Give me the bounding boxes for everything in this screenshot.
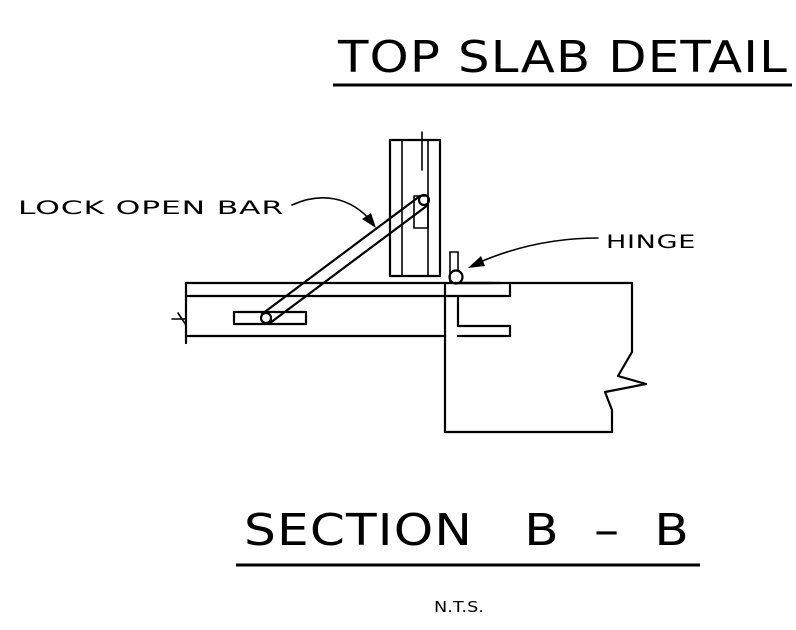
lock-open-bar-label: LOCK OPEN BAR xyxy=(18,197,284,219)
hinge-arrowhead xyxy=(468,256,485,268)
hinge-label: HINGE xyxy=(606,231,696,253)
lock-open-bar xyxy=(259,193,431,325)
scale-note: N.T.S. xyxy=(434,598,484,616)
lock-open-bar-arrowhead xyxy=(362,213,376,228)
hinge-leader xyxy=(479,237,599,263)
section-title: SECTION B – B xyxy=(244,505,690,556)
hinge-pin xyxy=(448,251,464,285)
upright-leaf xyxy=(388,131,442,278)
drawing-title: TOP SLAB DETAIL xyxy=(337,32,788,83)
concrete-wall xyxy=(443,281,648,434)
top-slab xyxy=(171,281,512,345)
edge-channel xyxy=(443,281,512,434)
lock-open-bar-leader xyxy=(291,197,373,223)
